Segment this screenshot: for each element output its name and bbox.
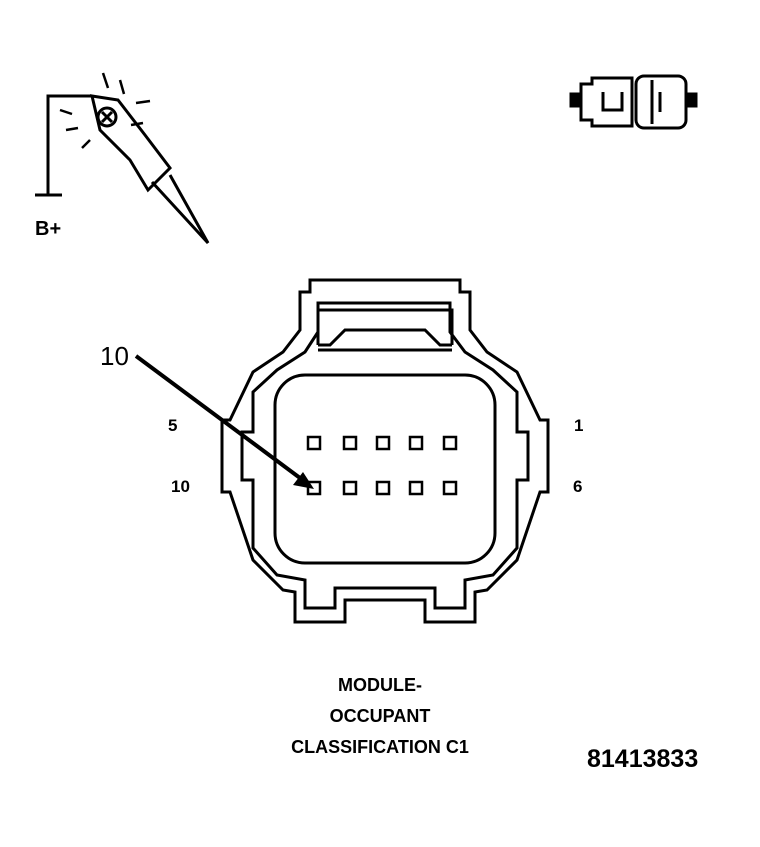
pin-label-bottom-right: 6 (573, 477, 583, 496)
test-probe-icon (35, 72, 210, 245)
pin-label-top-right: 1 (574, 416, 584, 435)
cavity-2 (408, 435, 424, 451)
caption-line-3: CLASSIFICATION C1 (291, 737, 469, 757)
part-number: 81413833 (587, 745, 699, 773)
pin-label-bottom-left: 10 (171, 477, 190, 496)
pin-cavities (306, 435, 458, 496)
callout-arrow (134, 354, 314, 489)
probe-label: B+ (35, 218, 62, 240)
connector-pair-icon (569, 74, 698, 130)
cavity-3 (375, 435, 391, 451)
callout-label: 10 (100, 341, 129, 371)
pin-label-top-left: 5 (168, 416, 178, 435)
cavity-6 (442, 480, 458, 496)
cavity-5 (306, 435, 322, 451)
cavity-8 (375, 480, 391, 496)
cavity-1 (442, 435, 458, 451)
cavity-4 (342, 435, 358, 451)
caption-line-2: OCCUPANT (329, 706, 431, 726)
caption-line-1: MODULE- (338, 675, 422, 695)
cavity-9 (342, 480, 358, 496)
cavity-7 (408, 480, 424, 496)
connector-housing (220, 278, 550, 624)
connector-caption: MODULE- OCCUPANT CLASSIFICATION C1 (230, 670, 530, 763)
